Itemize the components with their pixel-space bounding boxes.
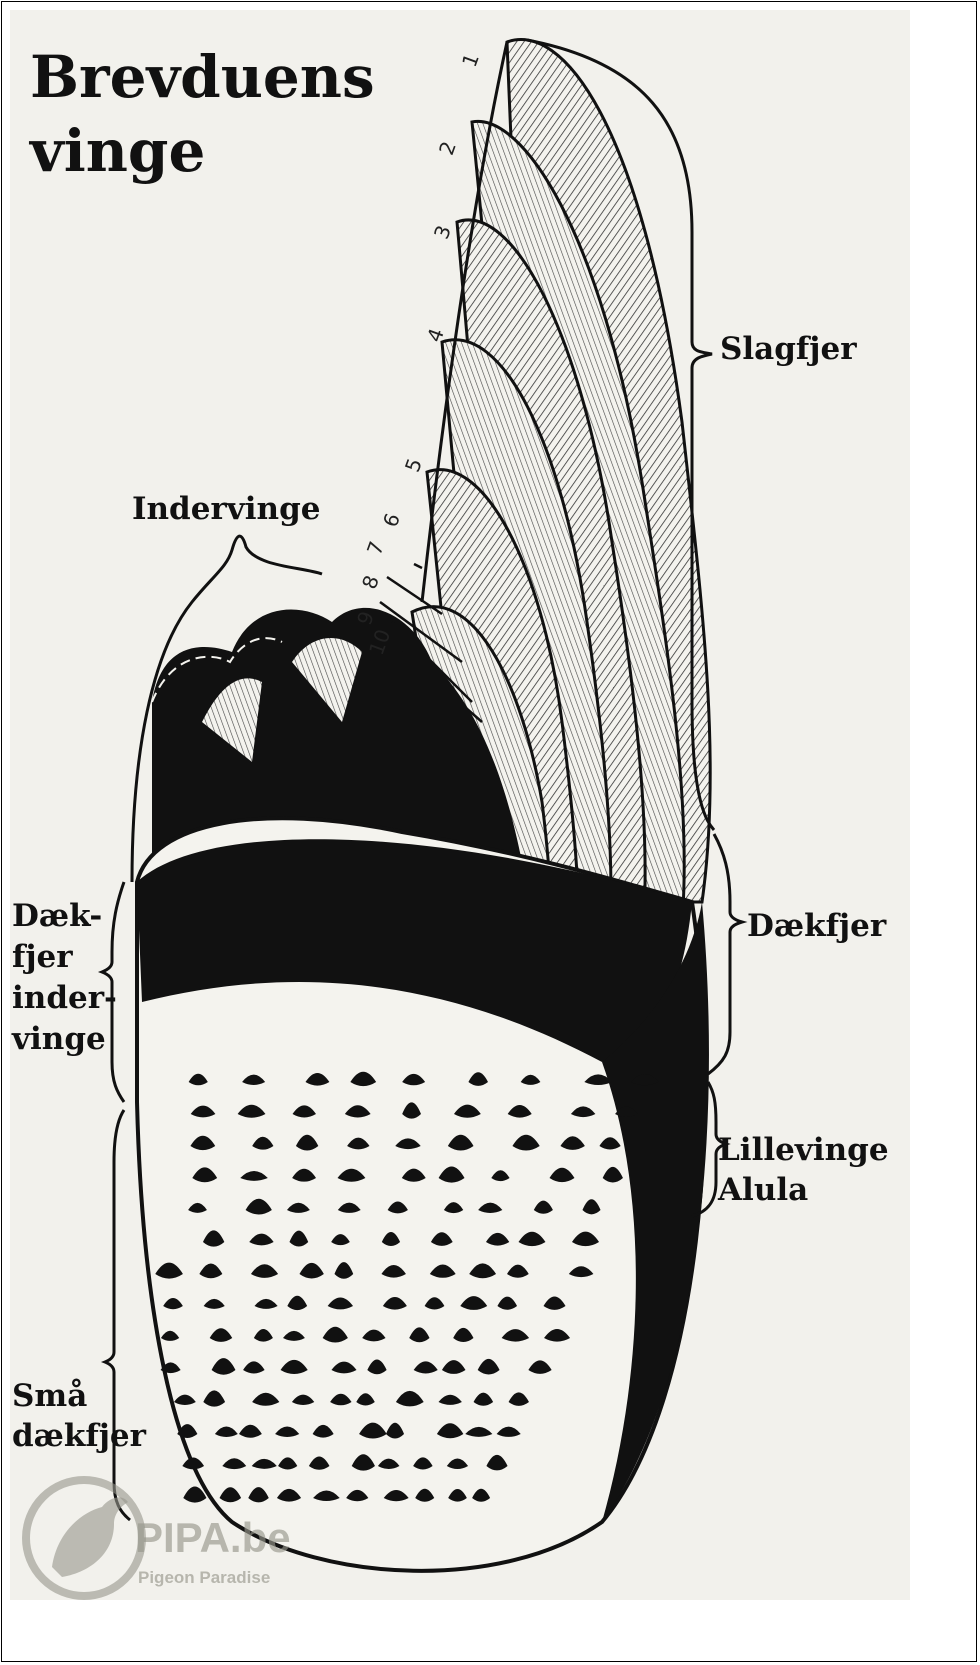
watermark-logo xyxy=(26,1480,142,1596)
page-title: Brevduens vinge xyxy=(30,40,375,188)
label-smaa: Små xyxy=(12,1376,146,1416)
label-daekfjer-small: dækfjer xyxy=(12,1416,146,1456)
label-fjer: fjer xyxy=(12,937,117,978)
label-smaa-daekfjer: Små dækfjer xyxy=(12,1376,146,1456)
brace-daekfjer xyxy=(708,834,742,1074)
title-line-2: vinge xyxy=(30,114,375,188)
label-lillevinge-line: Lillevinge xyxy=(718,1130,889,1170)
label-inder: inder- xyxy=(12,978,117,1019)
label-alula-line: Alula xyxy=(718,1170,889,1210)
label-vinge: vinge xyxy=(12,1019,117,1060)
label-daekfjer: Dækfjer xyxy=(747,907,886,945)
watermark-name: PIPA.be xyxy=(135,1514,291,1562)
brace-smaa-daekfjer xyxy=(105,1110,130,1520)
label-slagfjer: Slagfjer xyxy=(720,330,857,368)
watermark-tagline: Pigeon Paradise xyxy=(138,1568,270,1588)
label-indervinge: Indervinge xyxy=(132,490,321,528)
title-line-1: Brevduens xyxy=(30,40,375,114)
label-daek: Dæk- xyxy=(12,896,117,937)
label-daekfjer-indervinge: Dæk- fjer inder- vinge xyxy=(12,896,117,1060)
label-lillevinge: Lillevinge Alula xyxy=(718,1130,889,1210)
